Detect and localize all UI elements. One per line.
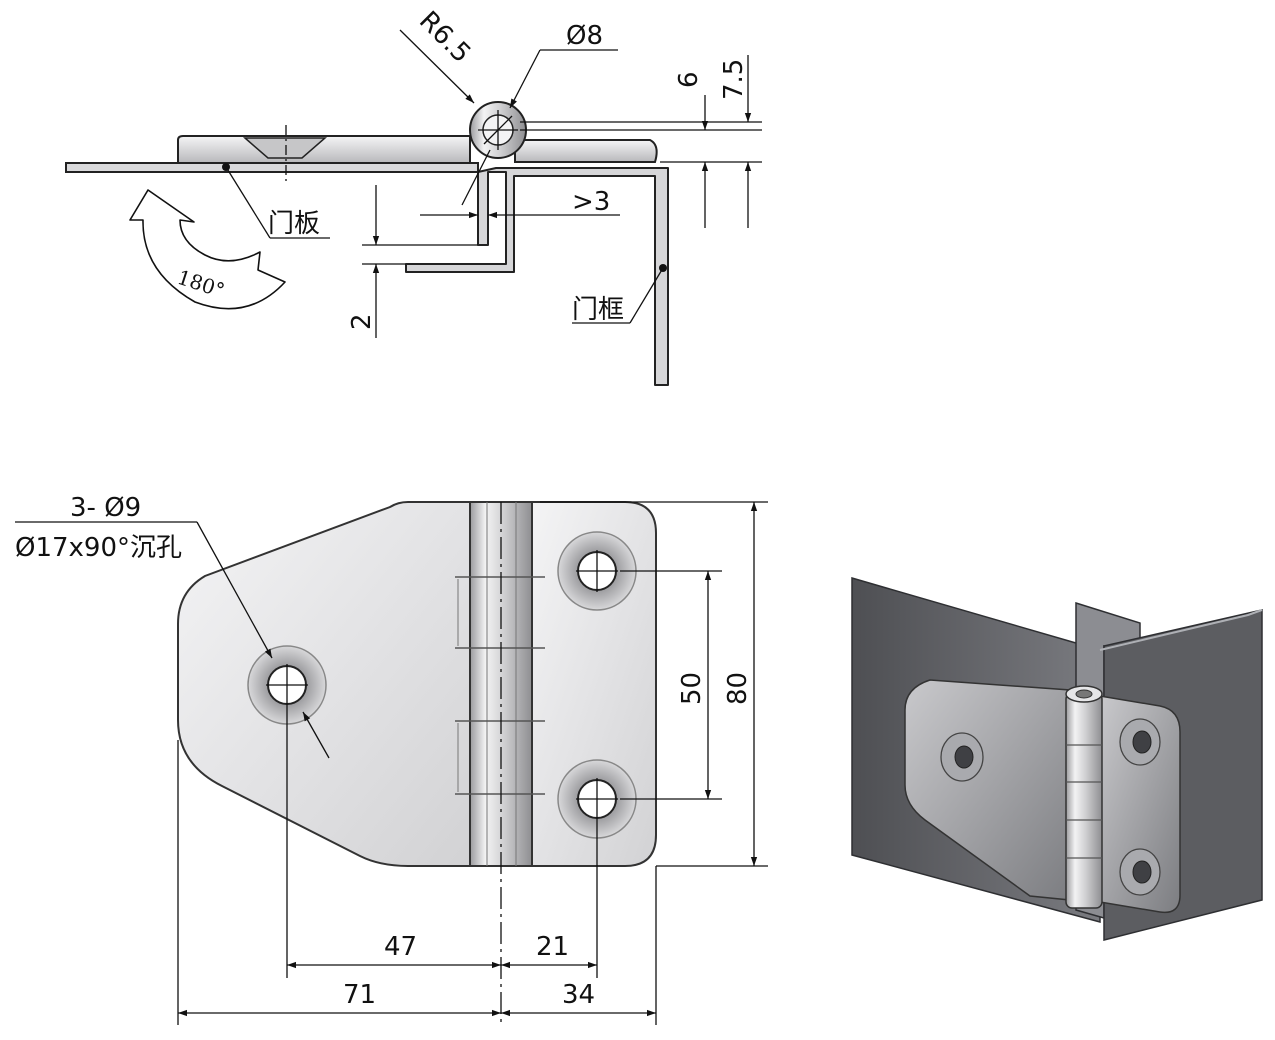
dim-21-label: 21 (536, 932, 569, 962)
hinge-leaf-frame-side (514, 139, 658, 163)
rotation-arrow-icon (129, 189, 286, 310)
isometric-view (851, 577, 1263, 941)
iso-knuckle (1065, 692, 1103, 909)
dim-34-label: 34 (562, 980, 595, 1010)
dim-50-label: 50 (677, 672, 707, 705)
radius-label: R6.5 (413, 6, 476, 69)
iso-hole-top-right (1119, 718, 1161, 766)
door-frame-label: 门框 (572, 295, 624, 325)
dim-47-label: 47 (384, 932, 417, 962)
door-frame-profile (405, 167, 669, 386)
dim-71-label: 71 (343, 980, 376, 1010)
dim-80-label: 80 (723, 672, 753, 705)
countersink-label: Ø17x90°沉孔 (15, 533, 182, 563)
dim-6-label: 6 (674, 71, 704, 88)
hinge-leaf-side (177, 135, 471, 164)
iso-right-leaf (1099, 695, 1181, 914)
iso-hole-left (940, 732, 984, 782)
door-panel-plate (65, 162, 479, 173)
dim-7-5-label: 7.5 (719, 59, 749, 100)
pin-diameter-label: Ø8 (566, 21, 603, 51)
iso-hole-bottom-right (1119, 848, 1161, 896)
dim-2-label: 2 (347, 313, 377, 330)
hole-count-label: 3- Ø9 (70, 493, 141, 523)
front-view: 50 80 47 21 71 34 3- Ø9 Ø17x90°沉孔 (15, 493, 768, 1025)
countersink-section (242, 137, 328, 159)
gap-label: >3 (572, 187, 610, 217)
side-view: 6 7.5 R6.5 Ø8 >3 2 门板 门框 180 (65, 6, 762, 386)
door-panel-label: 门板 (268, 209, 320, 239)
iso-left-leaf (904, 679, 1071, 901)
